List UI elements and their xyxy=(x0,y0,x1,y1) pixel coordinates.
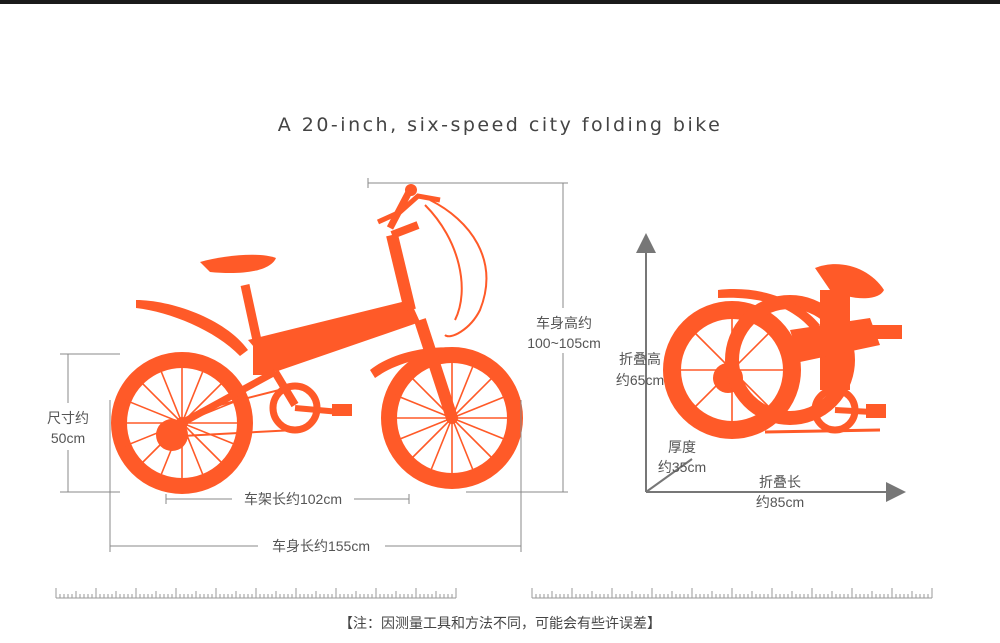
folded-thickness-label: 厚度 xyxy=(668,439,696,455)
ruler-left xyxy=(55,588,457,599)
frame-length-label: 车架长约102cm xyxy=(243,491,343,507)
chainstay xyxy=(180,368,277,427)
page-title: A 20-inch, six-speed city folding bike xyxy=(277,114,723,136)
cable xyxy=(429,199,488,338)
pedal xyxy=(332,404,352,416)
unfolded-bike xyxy=(111,184,523,494)
rear-wheel xyxy=(111,352,253,494)
folded-length-label: 折叠长 xyxy=(759,474,801,490)
folded-pedal xyxy=(860,325,902,339)
front-fender xyxy=(370,347,470,378)
folded-thickness-value: 约35cm xyxy=(657,459,707,475)
dimension-lines xyxy=(60,178,568,552)
folded-wheel-outer xyxy=(663,301,801,439)
folded-axes xyxy=(636,233,906,502)
main-frame xyxy=(248,300,420,372)
body-length-label: 车身长约155cm xyxy=(271,538,371,554)
cassette xyxy=(156,419,188,451)
size-value: 50cm xyxy=(50,430,86,446)
folded-height-value: 约65cm xyxy=(615,372,665,388)
stem xyxy=(386,233,416,312)
fork xyxy=(414,318,458,420)
folded-saddle xyxy=(815,264,884,299)
folded-height-label: 折叠高 xyxy=(619,351,661,367)
handlebar xyxy=(376,193,441,225)
height-label: 车身高约 xyxy=(522,313,606,333)
height-value: 100~105cm xyxy=(512,333,616,353)
size-label: 尺寸约 xyxy=(47,410,89,426)
folded-length-value: 约85cm xyxy=(755,494,805,510)
footer-note: 【注：因测量工具和方法不同，可能会有些许误差】 xyxy=(339,615,661,631)
ruler-right xyxy=(531,588,933,599)
folded-fender xyxy=(718,289,820,330)
seat-post xyxy=(240,284,263,346)
saddle xyxy=(200,254,276,274)
chain xyxy=(181,429,296,437)
top-border xyxy=(0,0,1000,4)
rear-fender xyxy=(136,300,248,356)
folded-bike xyxy=(663,264,902,439)
rear-shock xyxy=(253,345,275,375)
